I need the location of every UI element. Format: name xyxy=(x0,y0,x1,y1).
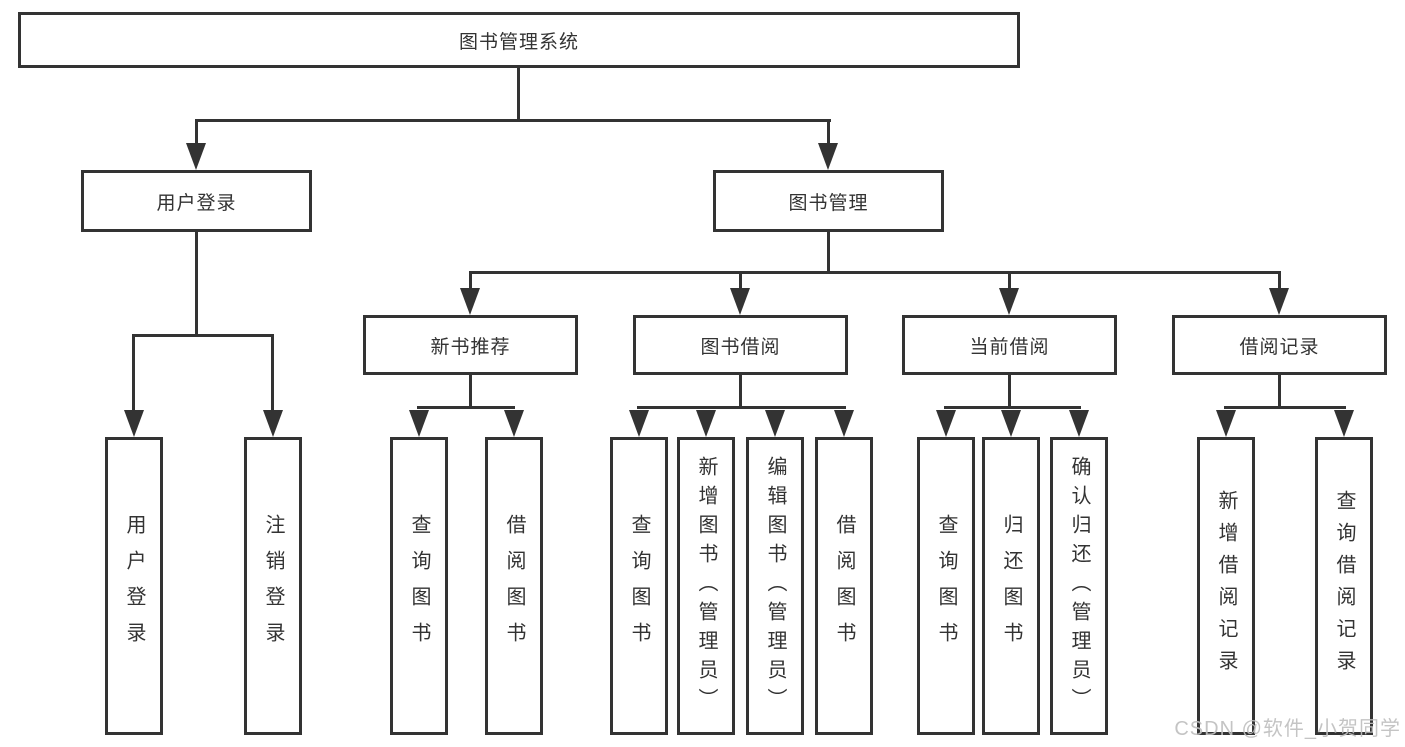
arrowhead-down xyxy=(409,410,429,437)
arrowhead-down xyxy=(936,410,956,437)
edge-line xyxy=(1008,375,1011,408)
edge-line xyxy=(469,273,472,288)
leaf-logout: 注销登录 xyxy=(244,437,302,735)
arrowhead-down xyxy=(1001,410,1021,437)
leaf-query-borrow-record: 查询借阅记录 xyxy=(1315,437,1373,735)
leaf-query-books-current: 查询图书 xyxy=(917,437,975,735)
edge-line xyxy=(195,121,198,145)
node-borrowing-records: 借阅记录 xyxy=(1172,315,1387,375)
edge-line xyxy=(637,406,846,409)
arrowhead-down xyxy=(730,288,750,315)
leaf-borrow-books-borrowing-label: 借阅图书 xyxy=(833,514,855,658)
node-book-management: 图书管理 xyxy=(713,170,944,232)
node-user-login-label: 用户登录 xyxy=(156,192,237,214)
leaf-borrow-books-recommend: 借阅图书 xyxy=(485,437,543,735)
leaf-add-borrow-record: 新增借阅记录 xyxy=(1197,437,1255,735)
leaf-add-books-admin: 新增图书（管理员） xyxy=(677,437,735,735)
leaf-query-borrow-record-label: 查询借阅记录 xyxy=(1333,490,1355,682)
arrowhead-down xyxy=(834,410,854,437)
edge-line xyxy=(944,406,1081,409)
arrowhead-down xyxy=(460,288,480,315)
node-new-book-recommend: 新书推荐 xyxy=(363,315,578,375)
node-book-borrowing-label: 图书借阅 xyxy=(700,336,781,358)
node-current-borrowing: 当前借阅 xyxy=(902,315,1117,375)
arrowhead-down xyxy=(186,143,206,170)
edge-line xyxy=(827,232,830,274)
edge-line xyxy=(1278,273,1281,288)
edge-line xyxy=(195,119,831,122)
edge-line xyxy=(417,406,515,409)
leaf-add-books-admin-label: 新增图书（管理员） xyxy=(695,455,717,717)
leaf-edit-books-admin: 编辑图书（管理员） xyxy=(746,437,804,735)
edge-line xyxy=(469,375,472,408)
leaf-borrow-books-borrowing: 借阅图书 xyxy=(815,437,873,735)
arrowhead-down xyxy=(1216,410,1236,437)
leaf-add-borrow-record-label: 新增借阅记录 xyxy=(1215,490,1237,682)
edge-line xyxy=(469,271,1281,274)
node-book-management-label: 图书管理 xyxy=(788,192,869,214)
leaf-user-login: 用户登录 xyxy=(105,437,163,735)
node-user-login: 用户登录 xyxy=(81,170,312,232)
edge-line xyxy=(739,375,742,408)
arrowhead-down xyxy=(818,143,838,170)
edge-line xyxy=(739,273,742,288)
edge-line xyxy=(271,336,274,410)
edge-line xyxy=(132,336,135,410)
node-new-book-recommend-label: 新书推荐 xyxy=(430,336,511,358)
arrowhead-down xyxy=(696,410,716,437)
leaf-return-books-label: 归还图书 xyxy=(1000,514,1022,658)
edge-line xyxy=(517,68,520,120)
leaf-confirm-return-admin-label: 确认归还（管理员） xyxy=(1068,455,1090,717)
edge-line xyxy=(195,232,198,337)
edge-line xyxy=(1278,375,1281,408)
node-book-borrowing: 图书借阅 xyxy=(633,315,848,375)
arrowhead-down xyxy=(1069,410,1089,437)
leaf-query-books-borrowing-label: 查询图书 xyxy=(628,514,650,658)
leaf-query-books-borrowing: 查询图书 xyxy=(610,437,668,735)
node-root-library-system: 图书管理系统 xyxy=(18,12,1020,68)
leaf-borrow-books-recommend-label: 借阅图书 xyxy=(503,514,525,658)
node-borrowing-records-label: 借阅记录 xyxy=(1239,336,1320,358)
leaf-logout-label: 注销登录 xyxy=(262,514,284,658)
edge-line xyxy=(1008,273,1011,288)
node-root-label: 图书管理系统 xyxy=(458,31,579,53)
csdn-watermark: CSDN @软件_小贺同学 xyxy=(1174,718,1401,740)
arrowhead-down xyxy=(504,410,524,437)
leaf-query-books-current-label: 查询图书 xyxy=(935,514,957,658)
arrowhead-down xyxy=(124,410,144,437)
node-current-borrowing-label: 当前借阅 xyxy=(969,336,1050,358)
arrowhead-down xyxy=(765,410,785,437)
leaf-confirm-return-admin: 确认归还（管理员） xyxy=(1050,437,1108,735)
arrowhead-down xyxy=(999,288,1019,315)
edge-line xyxy=(1224,406,1346,409)
leaf-edit-books-admin-label: 编辑图书（管理员） xyxy=(764,455,786,717)
arrowhead-down xyxy=(1269,288,1289,315)
arrowhead-down xyxy=(263,410,283,437)
arrowhead-down xyxy=(1334,410,1354,437)
leaf-return-books: 归还图书 xyxy=(982,437,1040,735)
leaf-query-books-recommend-label: 查询图书 xyxy=(408,514,430,658)
arrowhead-down xyxy=(629,410,649,437)
edge-line xyxy=(827,121,830,145)
leaf-query-books-recommend: 查询图书 xyxy=(390,437,448,735)
leaf-user-login-label: 用户登录 xyxy=(123,514,145,658)
edge-line xyxy=(132,334,274,337)
